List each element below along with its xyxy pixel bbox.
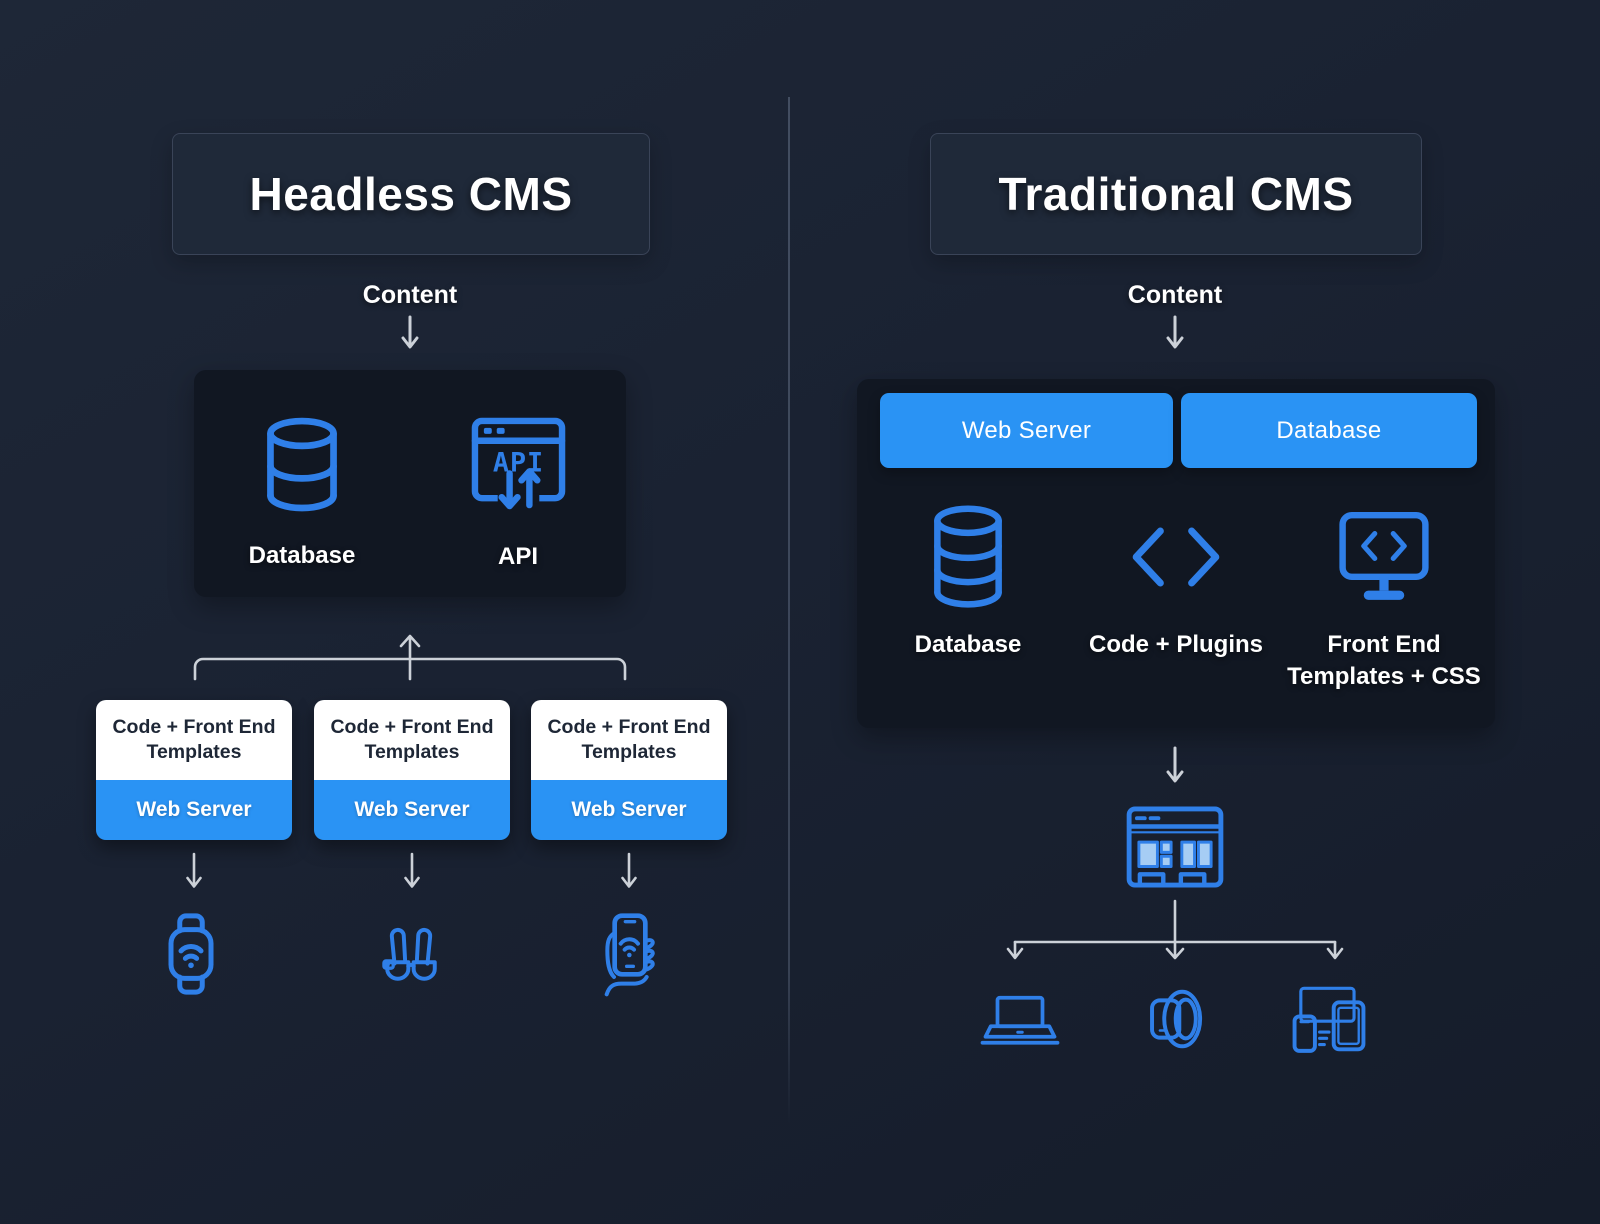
frontend-monitor-icon <box>1338 510 1430 605</box>
left-merge-bracket-arrow-icon <box>186 625 634 685</box>
database-button: Database <box>1181 393 1477 468</box>
api-icon: API <box>471 416 566 515</box>
center-divider <box>788 97 790 1125</box>
multi-device-icon <box>1286 982 1372 1054</box>
card-1-arrow-down-icon <box>186 852 202 894</box>
laptop-icon <box>978 990 1062 1052</box>
browser-to-devices-branch-arrows-icon <box>1005 898 1345 964</box>
svg-text:API: API <box>492 447 543 478</box>
card-1-webserver-label: Web Server <box>96 780 292 840</box>
card-3-webserver-label: Web Server <box>531 780 727 840</box>
database-label: Database <box>249 540 356 572</box>
traditional-cms-title: Traditional CMS <box>998 167 1353 221</box>
right-content-arrow-down-icon <box>1166 314 1184 354</box>
api-label: API <box>498 541 538 573</box>
webserver-card-1: Code + Front End Templates Web Server <box>96 700 292 840</box>
smartwatch-side-icon <box>1142 984 1208 1054</box>
smartwatch-icon <box>166 912 216 996</box>
component-code-plugins-label: Code + Plugins <box>1089 629 1263 661</box>
headless-cms-title-box: Headless CMS <box>172 133 650 255</box>
backend-api-item: API API <box>410 370 626 573</box>
card-2-webserver-label: Web Server <box>314 780 510 840</box>
component-frontend-templates-label: Front End Templates + CSS <box>1274 629 1494 694</box>
card-1-code-templates-label: Code + Front End Templates <box>96 700 292 780</box>
card-2-arrow-down-icon <box>404 852 420 894</box>
headless-cms-title: Headless CMS <box>249 167 572 221</box>
webserver-button: Web Server <box>880 393 1173 468</box>
traditional-cms-title-box: Traditional CMS <box>930 133 1422 255</box>
component-database-label: Database <box>915 629 1022 661</box>
webserver-card-2: Code + Front End Templates Web Server <box>314 700 510 840</box>
left-content-label: Content <box>260 281 560 310</box>
webserver-card-3: Code + Front End Templates Web Server <box>531 700 727 840</box>
database-icon <box>926 505 1010 609</box>
right-content-label: Content <box>1025 281 1325 310</box>
phone-in-hand-icon <box>600 913 656 997</box>
website-browser-icon <box>1126 806 1224 888</box>
card-3-arrow-down-icon <box>621 852 637 894</box>
left-content-arrow-down-icon <box>401 314 419 354</box>
database-icon <box>259 416 345 514</box>
code-icon <box>1124 522 1228 592</box>
component-code-plugins: Code + Plugins <box>1076 505 1276 661</box>
stack-to-browser-arrow-down-icon <box>1166 746 1184 788</box>
smart-glasses-icon <box>378 920 444 990</box>
backend-database-item: Database <box>194 370 410 572</box>
card-3-code-templates-label: Code + Front End Templates <box>531 700 727 780</box>
component-frontend-templates: Front End Templates + CSS <box>1274 505 1494 694</box>
component-database: Database <box>868 505 1068 661</box>
headless-backend-box: Database API API <box>194 370 626 597</box>
traditional-stack-box: Web Server Database Database <box>857 379 1495 728</box>
card-2-code-templates-label: Code + Front End Templates <box>314 700 510 780</box>
